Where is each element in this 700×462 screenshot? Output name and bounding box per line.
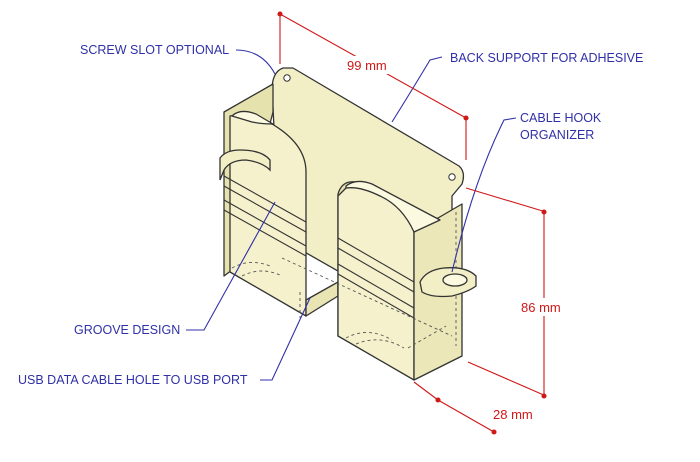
leader-cable-hook: [451, 117, 517, 273]
screw-slots: [283, 74, 456, 181]
dim-height-label: 86 mm: [521, 300, 561, 315]
leader-back-support: [391, 56, 443, 123]
label-back-support: BACK SUPPORT FOR ADHESIVE: [450, 51, 643, 65]
leader-lines: [186, 49, 517, 381]
cable-hooks: [219, 149, 477, 298]
dim-28-ext-left: [413, 381, 439, 401]
dim-depth-label: 28 mm: [493, 407, 533, 422]
groove-right-2: [337, 247, 415, 293]
groove-right-3: [337, 263, 415, 309]
cable-hook-right-opening: [442, 273, 468, 287]
label-cable-hook-line2: ORGANIZER: [520, 128, 594, 142]
dim-28-line: [437, 399, 495, 433]
callout-labels: SCREW SLOT OPTIONAL BACK SUPPORT FOR ADH…: [18, 43, 643, 387]
leader-screw-slot: [235, 49, 276, 75]
label-cable-hook-line1: CABLE HOOK: [520, 111, 602, 125]
groove-left-2: [223, 185, 307, 233]
right-pocket-rim: [345, 180, 441, 233]
leader-groove: [186, 201, 276, 331]
screw-slot-left: [283, 74, 291, 82]
label-usb-hole: USB DATA CABLE HOLE TO USB PORT: [18, 373, 248, 387]
dim-86-ext-bottom: [467, 361, 547, 397]
screw-slot-right: [448, 173, 456, 181]
groove-right-1: [337, 237, 415, 283]
left-pocket-rim: [231, 110, 274, 125]
dim-86-ext-top: [465, 187, 547, 213]
leader-usb-hole: [260, 297, 311, 381]
grooves: [223, 175, 415, 319]
label-screw-slot: SCREW SLOT OPTIONAL: [80, 43, 229, 57]
groove-left-3: [223, 199, 307, 247]
groove-right-4: [337, 273, 415, 319]
groove-left-1: [223, 175, 307, 223]
dim-width-label: 99 mm: [347, 58, 387, 73]
bottom-bar: [305, 281, 339, 317]
holder-body: [223, 67, 465, 381]
label-groove: GROOVE DESIGN: [74, 323, 180, 337]
dimension-labels: 99 mm 86 mm 28 mm: [345, 56, 571, 423]
groove-left-4: [223, 209, 307, 257]
cable-hook-left: [219, 149, 271, 181]
